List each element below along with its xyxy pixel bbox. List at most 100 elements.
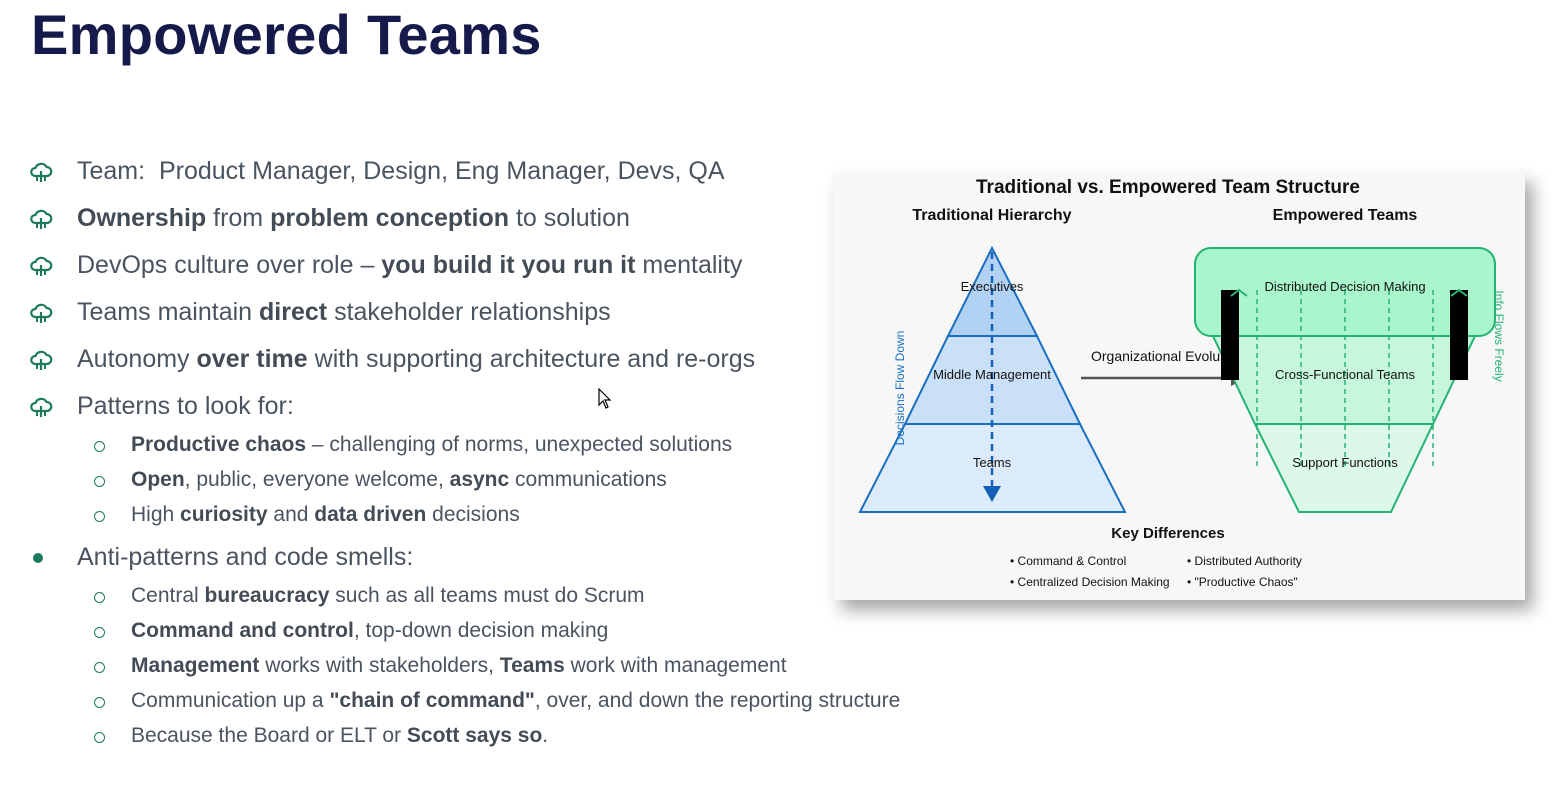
bullet-item: Productive chaos – challenging of norms,… — [28, 431, 1028, 461]
funnel-label-cross-functional: Cross-Functional Teams — [1275, 367, 1415, 382]
pyramid-label-middle: Middle Management — [933, 367, 1051, 382]
bullet-item: Open, public, everyone welcome, async co… — [28, 466, 1028, 496]
funnel-label-support: Support Functions — [1292, 455, 1398, 470]
diagram-svg: Traditional vs. Empowered Team Structure… — [833, 172, 1525, 600]
bullet-text: Anti-patterns and code smells: — [77, 543, 413, 572]
cloud-bullet-icon — [29, 255, 53, 277]
key-right-2: • "Productive Chaos" — [1187, 575, 1298, 589]
circle-bullet-icon — [94, 662, 105, 673]
dot-bullet-icon — [33, 553, 43, 563]
bold-phrase: problem conception — [270, 204, 509, 232]
bullet-text: DevOps culture over role – you build it … — [77, 251, 742, 280]
circle-bullet-icon — [94, 511, 105, 522]
left-info-bar — [1221, 290, 1239, 380]
text-run: – challenging of norms, unexpected solut… — [306, 433, 733, 456]
circle-bullet-icon — [94, 627, 105, 638]
bullet-item: Command and control, top-down decision m… — [28, 617, 1028, 647]
bullet-item: Autonomy over time with supporting archi… — [28, 345, 1028, 375]
team-structure-diagram: Traditional vs. Empowered Team Structure… — [833, 172, 1525, 600]
key-right-1: • Distributed Authority — [1187, 554, 1302, 568]
bullet-item: Patterns to look for: — [28, 392, 1028, 422]
circle-bullet-icon — [94, 476, 105, 487]
text-run: Patterns to look for: — [77, 392, 294, 420]
circle-bullet-icon — [94, 732, 105, 743]
bullet-item: Because the Board or ELT or Scott says s… — [28, 722, 1028, 752]
bold-phrase: you build it you run it — [381, 251, 636, 279]
bullet-text: Central bureaucracy such as all teams mu… — [131, 584, 645, 608]
pyramid-label-executives: Executives — [961, 279, 1024, 294]
bullet-text: Team: Product Manager, Design, Eng Manag… — [77, 157, 725, 186]
text-run: with supporting architecture and re-orgs — [307, 345, 756, 373]
bullet-text: Teams maintain direct stakeholder relati… — [77, 298, 611, 327]
bold-phrase: over time — [196, 345, 308, 373]
text-run: works with stakeholders, — [259, 654, 500, 677]
text-run: work with management — [564, 654, 787, 677]
key-left-1: • Command & Control — [1010, 554, 1126, 568]
text-run: stakeholder relationships — [327, 298, 611, 326]
key-heading: Key Differences — [1111, 525, 1224, 542]
bullet-item: Central bureaucracy such as all teams mu… — [28, 582, 1028, 612]
bullet-item: Ownership from problem conception to sol… — [28, 204, 1028, 234]
bold-phrase: Scott says so — [406, 724, 543, 747]
text-run: DevOps culture over role – — [77, 251, 382, 279]
left-side-label: Decisions Flow Down — [893, 331, 907, 446]
text-run: , top-down decision making — [353, 619, 609, 642]
bullet-text: Communication up a "chain of command", o… — [131, 689, 900, 713]
text-run: , public, everyone welcome, — [184, 468, 450, 491]
bullet-text: Ownership from problem conception to sol… — [77, 204, 630, 233]
key-differences: Key Differences • Command & Control • Ce… — [1010, 525, 1302, 589]
text-run: from — [206, 204, 271, 232]
bold-phrase: curiosity — [180, 503, 268, 526]
text-run: to solution — [509, 204, 630, 232]
bullet-text: Productive chaos – challenging of norms,… — [131, 433, 732, 457]
bullet-text: Management works with stakeholders, Team… — [131, 654, 787, 678]
circle-bullet-icon — [94, 697, 105, 708]
bullet-item: Anti-patterns and code smells: — [28, 543, 1028, 573]
bold-phrase: Command and control — [131, 619, 354, 642]
text-run: mentality — [635, 251, 743, 279]
text-run: , over, and down the reporting structure — [534, 689, 901, 712]
text-run: decisions — [426, 503, 520, 526]
text-run: Teams maintain — [77, 298, 260, 326]
cloud-bullet-icon — [29, 349, 53, 371]
bullet-text: Because the Board or ELT or Scott says s… — [131, 724, 548, 748]
text-run: High — [131, 503, 181, 526]
page-title: Empowered Teams — [31, 3, 542, 66]
bullet-item: DevOps culture over role – you build it … — [28, 251, 1028, 281]
bold-phrase: Ownership — [77, 204, 207, 232]
key-left-2: • Centralized Decision Making — [1010, 575, 1170, 589]
bold-phrase: Teams — [499, 654, 565, 677]
right-info-bar — [1450, 290, 1468, 380]
cloud-bullet-icon — [29, 161, 53, 183]
text-run: . — [542, 724, 549, 747]
mouse-pointer-icon — [598, 387, 612, 415]
left-heading: Traditional Hierarchy — [912, 207, 1071, 224]
text-run: and — [267, 503, 315, 526]
cloud-bullet-icon — [29, 302, 53, 324]
text-run: such as all teams must do Scrum — [329, 584, 645, 607]
bullet-text: Autonomy over time with supporting archi… — [77, 345, 755, 374]
bullet-text: Open, public, everyone welcome, async co… — [131, 468, 667, 492]
circle-bullet-icon — [94, 441, 105, 452]
text-run: Communication up a — [131, 689, 330, 712]
down-arrow-head — [983, 486, 1001, 502]
cloud-bullet-icon — [29, 208, 53, 230]
circle-bullet-icon — [94, 592, 105, 603]
bullet-item: Team: Product Manager, Design, Eng Manag… — [28, 157, 1028, 187]
bold-phrase: async — [449, 468, 510, 491]
bullet-text: High curiosity and data driven decisions — [131, 503, 520, 527]
diagram-title: Traditional vs. Empowered Team Structure — [976, 177, 1360, 198]
right-heading: Empowered Teams — [1273, 207, 1418, 224]
bullet-item: Teams maintain direct stakeholder relati… — [28, 298, 1028, 328]
text-run: communications — [509, 468, 667, 491]
cloud-bullet-icon — [29, 396, 53, 418]
funnel-label-distributed: Distributed Decision Making — [1264, 279, 1425, 294]
bullet-item: Management works with stakeholders, Team… — [28, 652, 1028, 682]
funnel: Distributed Decision Making Cross-Functi… — [1194, 247, 1506, 513]
bullet-text: Command and control, top-down decision m… — [131, 619, 608, 643]
bullet-item: High curiosity and data driven decisions — [28, 501, 1028, 531]
arrow-label: Organizational Evolution — [1091, 348, 1243, 364]
bold-phrase: direct — [259, 298, 328, 326]
bold-phrase: data driven — [314, 503, 427, 526]
bold-phrase: "chain of command" — [329, 689, 535, 712]
